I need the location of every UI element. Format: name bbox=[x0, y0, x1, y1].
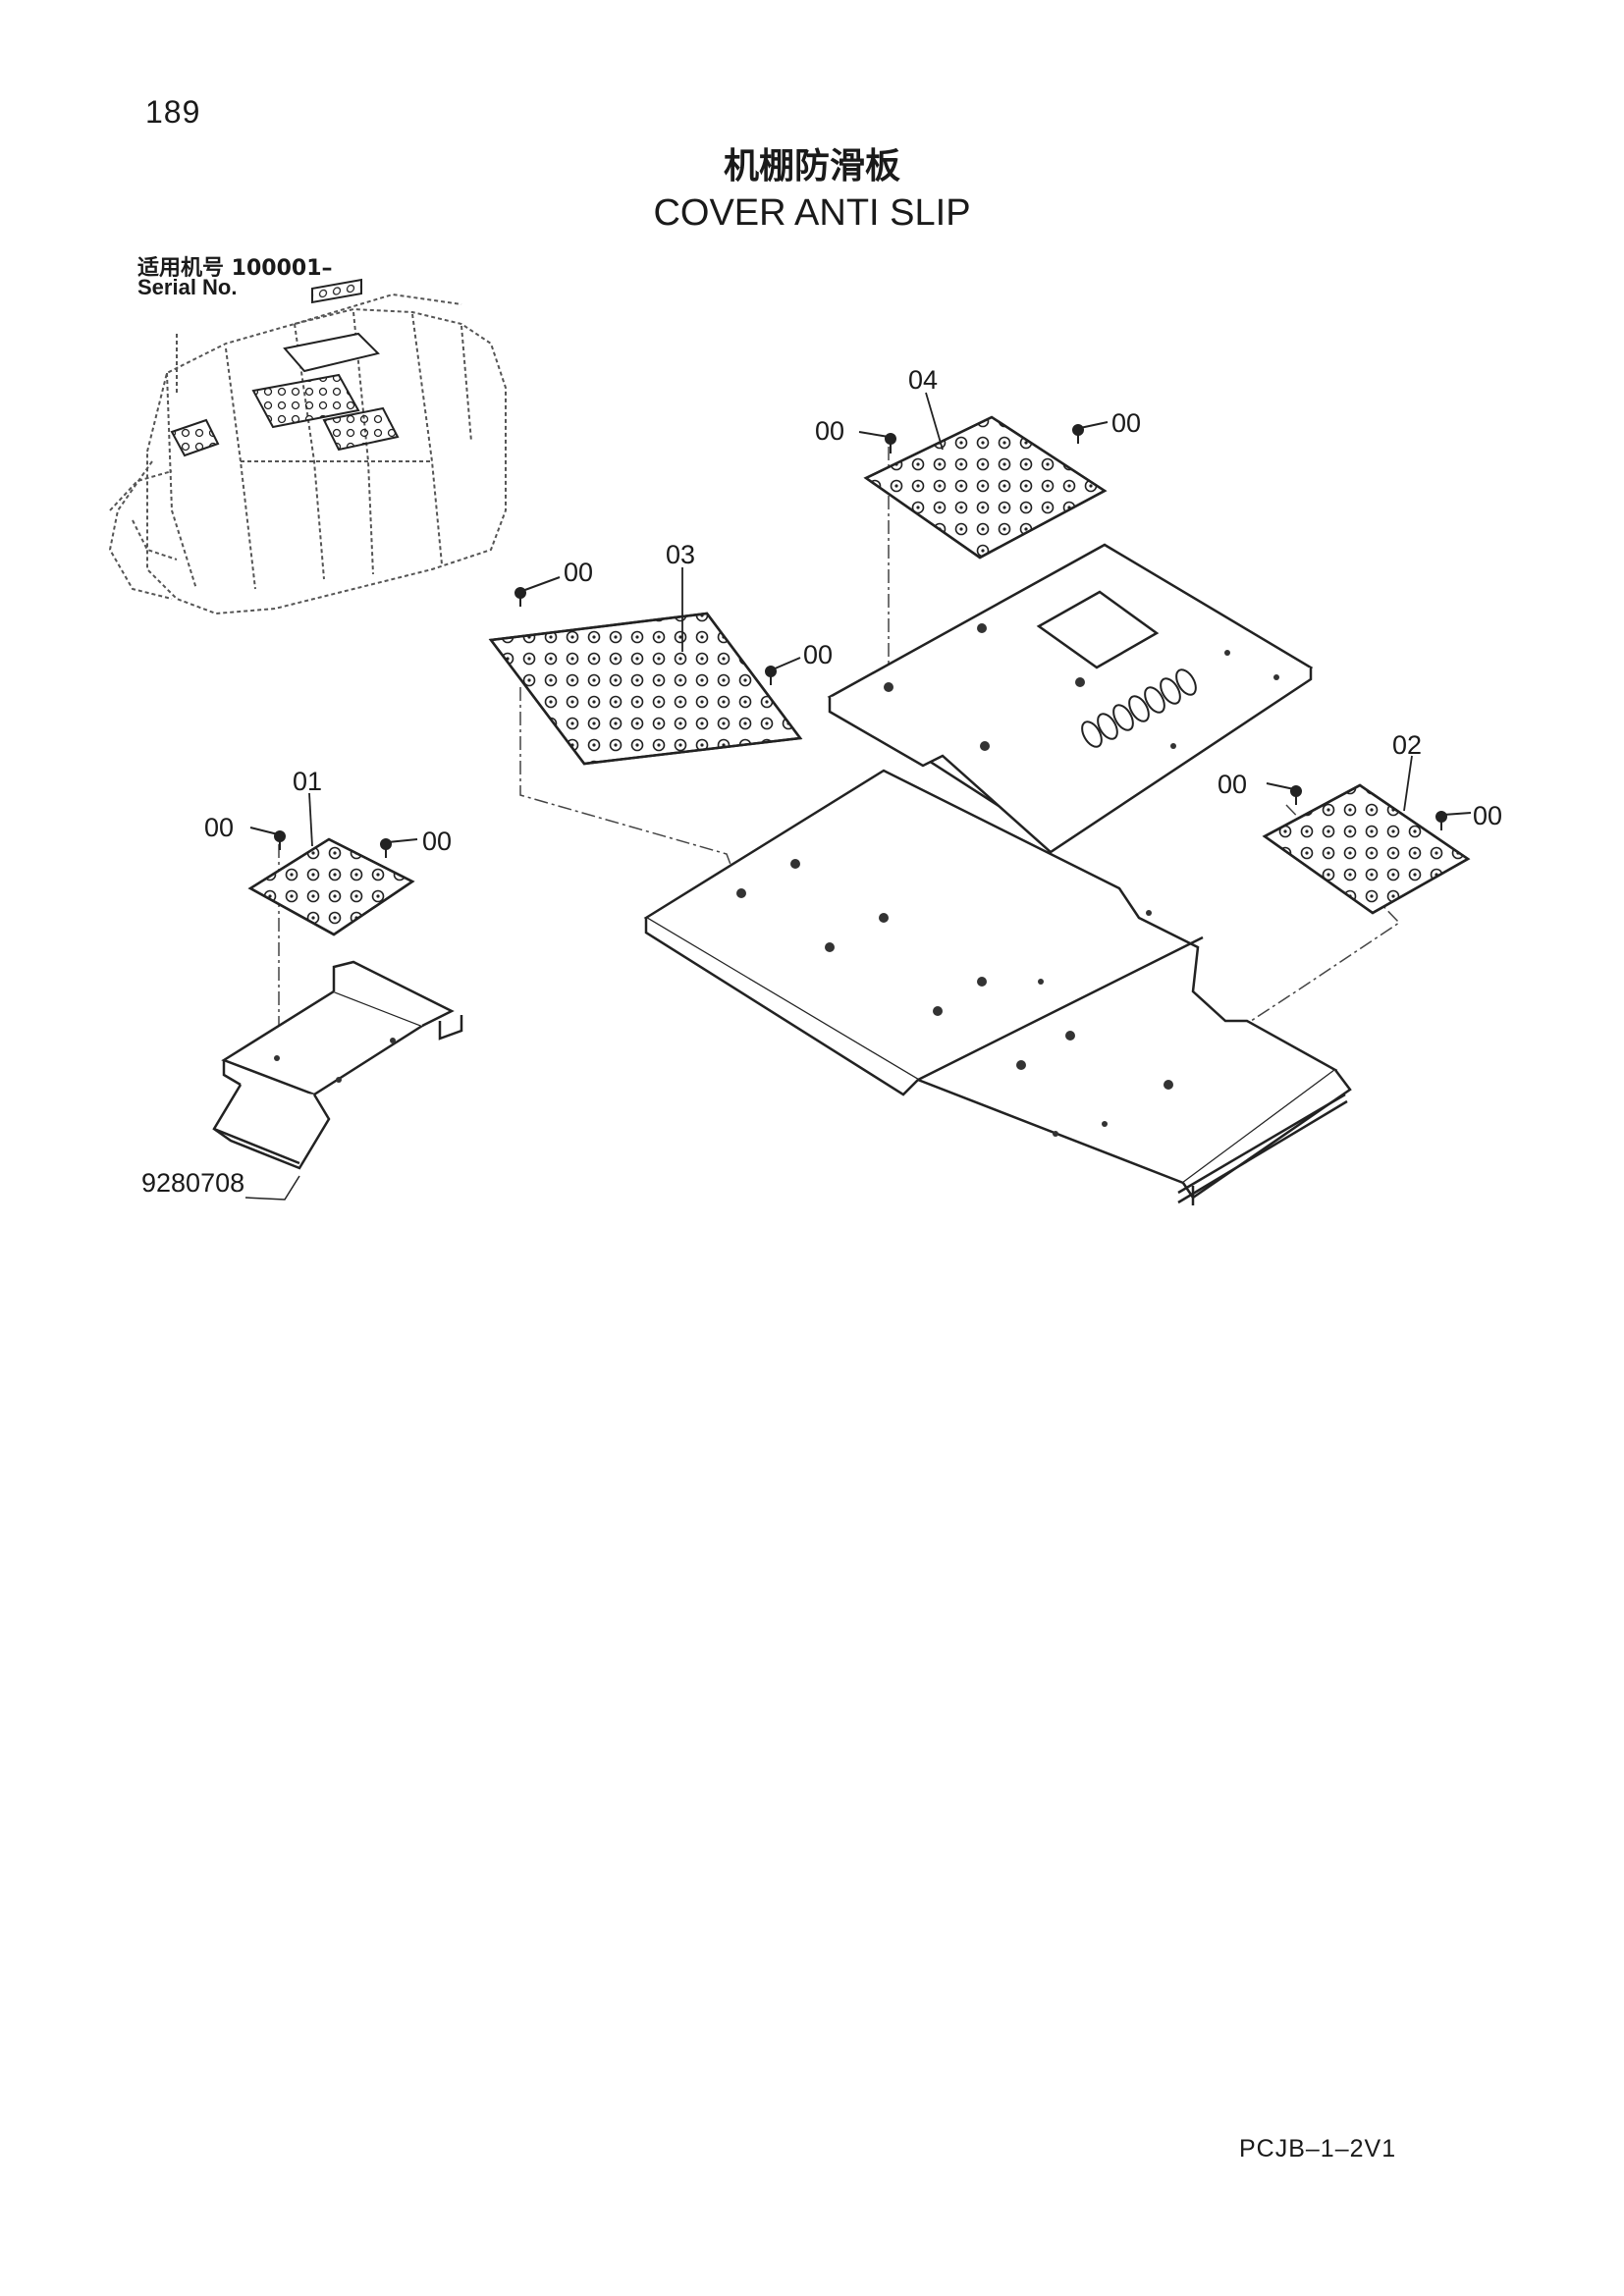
screw-icon bbox=[1266, 782, 1302, 805]
callout-part-00: 00 bbox=[1111, 408, 1141, 438]
screw-icon bbox=[765, 657, 801, 685]
page-title-english: COVER ANTI SLIP bbox=[653, 192, 971, 234]
figure-number: 9280708 bbox=[141, 1168, 245, 1198]
anti-slip-plate-03 bbox=[488, 612, 803, 766]
screw-icon bbox=[858, 431, 896, 454]
anti-slip-plate-02 bbox=[1262, 783, 1471, 915]
screw-icon bbox=[249, 827, 286, 850]
callout-part-02: 02 bbox=[1392, 730, 1422, 760]
floor-plate-rails bbox=[1177, 1093, 1348, 1205]
screw-icon bbox=[1072, 421, 1109, 444]
callout-part-01: 01 bbox=[293, 767, 322, 796]
callout-part-00: 00 bbox=[1473, 801, 1502, 830]
page-title-chinese: 机棚防滑板 bbox=[723, 146, 900, 187]
callout-part-00: 00 bbox=[803, 640, 833, 669]
figure-number-leader bbox=[244, 1175, 300, 1201]
serial-number-label: Serial No. bbox=[137, 275, 238, 299]
main-floor-plate bbox=[643, 769, 1352, 1200]
machine-overview-highlights bbox=[170, 278, 400, 457]
upper-cover-plate bbox=[827, 543, 1314, 854]
callout-leaders bbox=[308, 392, 1413, 847]
callout-part-00: 00 bbox=[422, 827, 452, 856]
callout-part-00: 00 bbox=[815, 416, 844, 446]
anti-slip-plate-04 bbox=[863, 415, 1108, 560]
serial-range-label: 适用机号 100001– bbox=[137, 256, 333, 281]
screw-fastener-group bbox=[249, 421, 1472, 858]
callout-part-04: 04 bbox=[908, 365, 938, 395]
callout-part-00: 00 bbox=[564, 558, 593, 587]
document-code: PCJB–1–2V1 bbox=[1239, 2135, 1397, 2163]
screw-icon bbox=[380, 838, 418, 858]
mounting-bracket bbox=[212, 960, 463, 1170]
screw-icon bbox=[1435, 811, 1472, 830]
callout-part-00: 00 bbox=[1218, 770, 1247, 799]
screw-icon bbox=[514, 576, 561, 607]
callout-part-03: 03 bbox=[666, 540, 695, 569]
callout-part-00: 00 bbox=[204, 813, 234, 842]
machine-overview-sketch bbox=[108, 293, 507, 615]
page-number: 189 bbox=[145, 94, 201, 130]
anti-slip-plate-01 bbox=[247, 837, 415, 936]
